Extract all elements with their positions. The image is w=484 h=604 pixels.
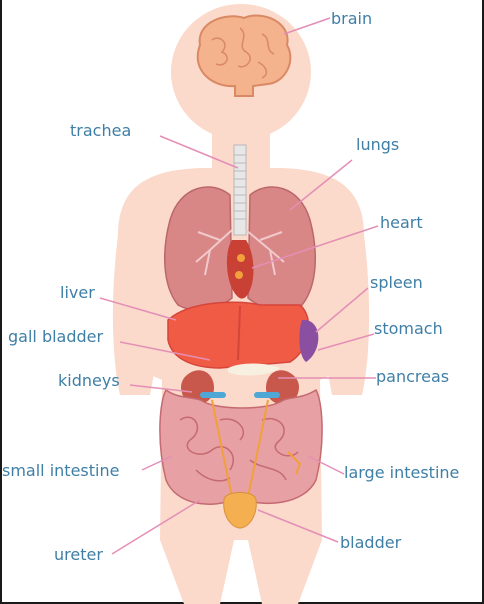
label-brain: brain bbox=[331, 9, 372, 28]
label-bladder: bladder bbox=[340, 533, 402, 552]
label-gall-bladder: gall bladder bbox=[8, 327, 104, 346]
liver-organ bbox=[168, 302, 309, 368]
label-small-intestine: small intestine bbox=[2, 461, 119, 480]
label-spleen: spleen bbox=[370, 273, 423, 292]
label-liver: liver bbox=[60, 283, 95, 302]
label-ureter: ureter bbox=[54, 545, 103, 564]
label-heart: heart bbox=[380, 213, 423, 232]
label-pancreas: pancreas bbox=[376, 367, 449, 386]
label-large-intestine: large intestine bbox=[344, 463, 459, 482]
label-kidneys: kidneys bbox=[58, 371, 120, 390]
label-trachea: trachea bbox=[70, 121, 131, 140]
label-lungs: lungs bbox=[356, 135, 399, 154]
trachea-organ bbox=[234, 145, 246, 235]
label-stomach: stomach bbox=[374, 319, 443, 338]
